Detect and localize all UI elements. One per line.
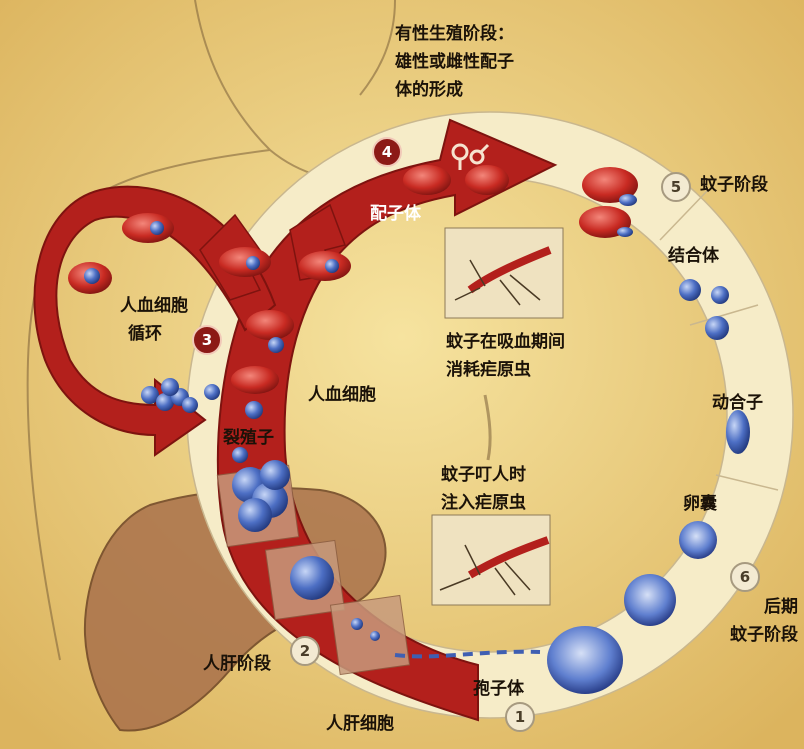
label-human-blood-cell: 人血细胞 [308, 381, 376, 409]
stage-number-2: 2 [290, 636, 320, 666]
label-late-mosquito-stage-line1: 后期 [730, 593, 798, 621]
label-oocyst: 卵囊 [683, 490, 717, 518]
stage-number-4: 4 [372, 137, 402, 167]
sexual-stage-title: 有性生殖阶段： 雄性或雌性配子 体的形成 [395, 20, 514, 104]
label-blood-cycle: 人血细胞 循环 [120, 292, 188, 348]
sexual-stage-title-line2: 雄性或雌性配子 [395, 48, 514, 76]
label-mosquito-injects-line1: 蚊子叮人时 [441, 461, 526, 489]
stage-number-1: 1 [505, 702, 535, 732]
label-mosquito-consumes: 蚊子在吸血期间 消耗疟原虫 [446, 328, 565, 384]
label-zygote: 结合体 [668, 242, 719, 270]
mosquito-biting-picture [432, 515, 550, 605]
label-mosquito-stage: 蚊子阶段 [700, 171, 768, 199]
stage-number-6: 6 [730, 562, 760, 592]
label-mosquito-injects-line2: 注入疟原虫 [441, 489, 526, 517]
label-merozoite: 裂殖子 [223, 424, 274, 452]
sexual-stage-title-line1: 有性生殖阶段： [395, 20, 514, 48]
label-blood-cycle-line2: 循环 [120, 320, 170, 348]
label-mosquito-consumes-line2: 消耗疟原虫 [446, 356, 565, 384]
stage-number-5: 5 [661, 172, 691, 202]
label-ookinete: 动合子 [712, 389, 763, 417]
label-late-mosquito-stage: 后期 蚊子阶段 [730, 593, 798, 649]
label-blood-cycle-line1: 人血细胞 [120, 292, 188, 320]
label-mosquito-consumes-line1: 蚊子在吸血期间 [446, 328, 565, 356]
label-mosquito-injects: 蚊子叮人时 注入疟原虫 [441, 461, 526, 517]
mosquito-feeding-picture [445, 228, 563, 318]
sexual-stage-title-line3: 体的形成 [395, 76, 514, 104]
label-gametocyte: 配子体 [370, 200, 421, 228]
stage-number-3: 3 [192, 325, 222, 355]
liver-cell-box-3 [330, 595, 409, 674]
label-liver-cell: 人肝细胞 [326, 710, 394, 738]
label-late-mosquito-stage-line2: 蚊子阶段 [730, 621, 798, 649]
label-sporozoite: 孢子体 [473, 675, 524, 703]
label-liver-stage: 人肝阶段 [203, 650, 271, 678]
